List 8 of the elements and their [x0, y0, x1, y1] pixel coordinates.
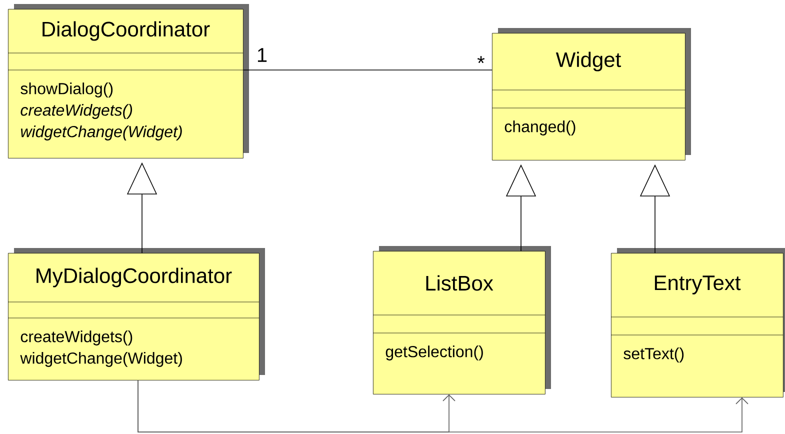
- class-box: DialogCoordinator showDialog() createWidgets() widgetChange(Widget): [8, 4, 249, 158]
- multiplicity-label: 1: [258, 48, 267, 62]
- class-box: Widget changed(): [492, 28, 691, 160]
- multiplicity-label: *: [477, 56, 485, 64]
- class-box: EntryText setText(): [610, 248, 785, 398]
- arrow: [138, 380, 748, 432]
- class-box: MyDialogCoordinator createWidgets() widgetChange(Widget): [8, 248, 265, 380]
- class-box: ListBox getSelection(): [372, 246, 551, 394]
